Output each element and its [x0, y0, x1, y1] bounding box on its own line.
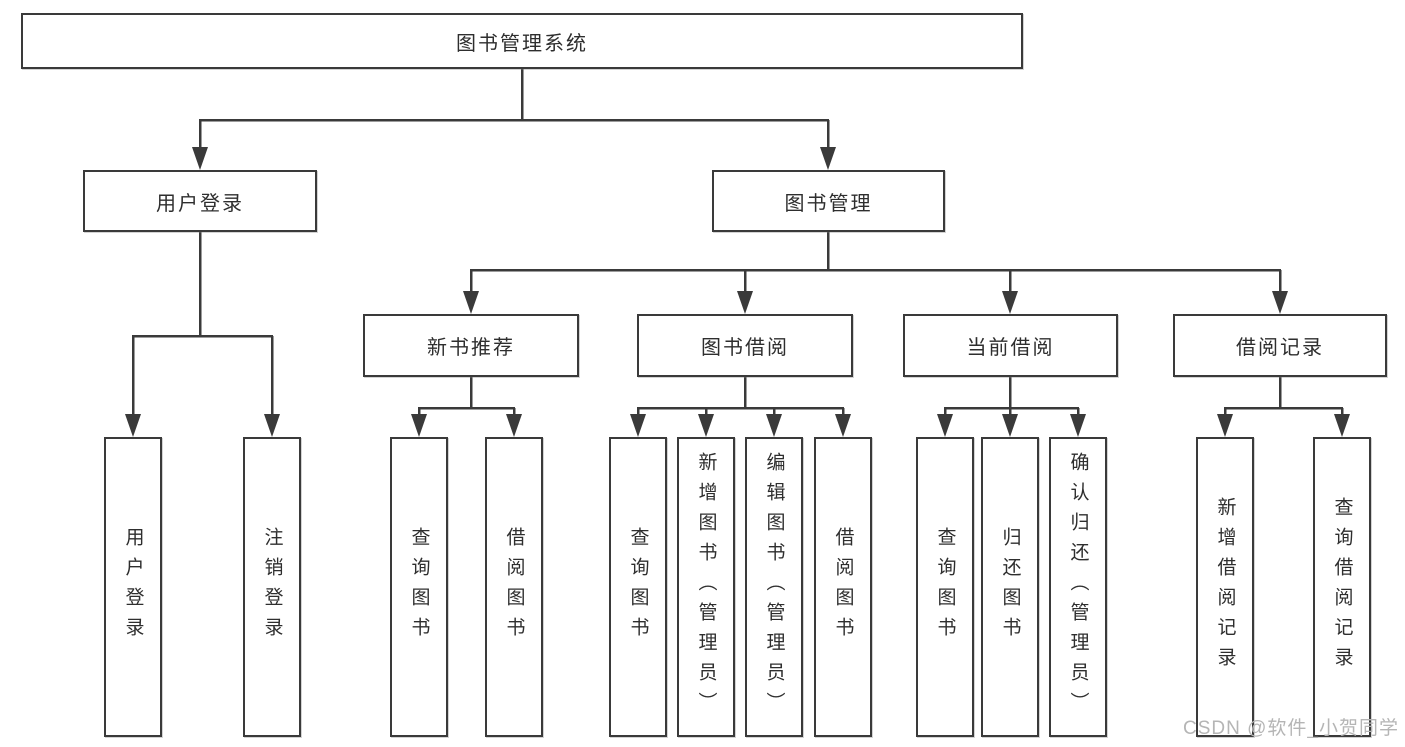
node-user-login: 用户登录: [83, 170, 317, 232]
leaf-logout-label: 注销登录: [261, 527, 283, 647]
leaf-add-books-admin-label: 新增图书（管理员）: [695, 452, 717, 722]
edge-borrow-records: [1223, 377, 1344, 416]
node-root-system-label: 图书管理系统: [456, 32, 588, 55]
arrow-head: [1070, 414, 1086, 437]
node-current-borrow-label: 当前借阅: [966, 337, 1055, 359]
leaf-user-login-label: 用户登录: [122, 527, 144, 647]
node-borrow-records-label: 借阅记录: [1236, 337, 1324, 359]
arrow-head: [820, 147, 836, 170]
node-book-management: 图书管理: [712, 170, 945, 232]
arrow-head: [125, 414, 141, 437]
arrow-head: [1002, 291, 1018, 314]
arrow-head: [1217, 414, 1233, 437]
leaf-recommend-query-books-label: 查询图书: [408, 527, 430, 647]
leaf-borrow-query-books-label: 查询图书: [627, 527, 649, 647]
node-new-book-recommend: 新书推荐: [363, 314, 579, 377]
leaf-edit-books-admin-label: 编辑图书（管理员）: [763, 452, 785, 722]
edge-user-login: [131, 232, 274, 416]
arrow-head: [630, 414, 646, 437]
node-book-borrow-label: 图书借阅: [701, 337, 789, 359]
arrow-head: [698, 414, 714, 437]
arrow-head: [937, 414, 953, 437]
node-new-book-recommend-label: 新书推荐: [427, 337, 515, 359]
edge-book-borrow: [636, 377, 845, 416]
arrow-head: [1002, 414, 1018, 437]
leaf-edit-books-admin: 编辑图书（管理员）: [745, 437, 803, 737]
leaf-add-books-admin: 新增图书（管理员）: [677, 437, 735, 737]
arrow-head: [1272, 291, 1288, 314]
node-user-login-label: 用户登录: [156, 192, 244, 215]
arrow-head: [463, 291, 479, 314]
node-book-borrow: 图书借阅: [637, 314, 853, 377]
edge-current-borrow: [943, 377, 1080, 416]
arrow-head: [835, 414, 851, 437]
leaf-borrow-query-books: 查询图书: [609, 437, 667, 737]
leaf-current-query-books-label: 查询图书: [934, 527, 956, 647]
leaf-return-books: 归还图书: [981, 437, 1039, 737]
leaf-recommend-borrow-books: 借阅图书: [485, 437, 543, 737]
node-current-borrow: 当前借阅: [903, 314, 1118, 377]
node-root-system: 图书管理系统: [21, 13, 1023, 69]
arrow-head: [264, 414, 280, 437]
leaf-return-books-label: 归还图书: [999, 527, 1021, 647]
leaf-user-login: 用户登录: [104, 437, 162, 737]
watermark: CSDN @软件_小贺同学: [1183, 718, 1399, 739]
leaf-borrow-books: 借阅图书: [814, 437, 872, 737]
leaf-confirm-return-admin-label: 确认归还（管理员）: [1067, 452, 1089, 722]
edge-book-management: [469, 232, 1282, 293]
leaf-current-query-books: 查询图书: [916, 437, 974, 737]
leaf-query-borrow-record-label: 查询借阅记录: [1331, 497, 1353, 677]
node-book-management-label: 图书管理: [784, 192, 873, 215]
arrow-head: [766, 414, 782, 437]
arrow-head: [411, 414, 427, 437]
leaf-add-borrow-record: 新增借阅记录: [1196, 437, 1254, 737]
leaf-recommend-query-books: 查询图书: [390, 437, 448, 737]
edge-new-book-recommend: [417, 377, 516, 416]
arrow-head: [737, 291, 753, 314]
leaf-borrow-books-label: 借阅图书: [832, 527, 854, 647]
leaf-add-borrow-record-label: 新增借阅记录: [1214, 497, 1236, 677]
leaf-confirm-return-admin: 确认归还（管理员）: [1049, 437, 1107, 737]
leaf-query-borrow-record: 查询借阅记录: [1313, 437, 1371, 737]
edge-root: [198, 69, 830, 148]
leaf-logout: 注销登录: [243, 437, 301, 737]
arrow-head: [506, 414, 522, 437]
arrow-head: [192, 147, 208, 170]
arrow-head: [1334, 414, 1350, 437]
leaf-recommend-borrow-books-label: 借阅图书: [503, 527, 525, 647]
node-borrow-records: 借阅记录: [1173, 314, 1387, 377]
